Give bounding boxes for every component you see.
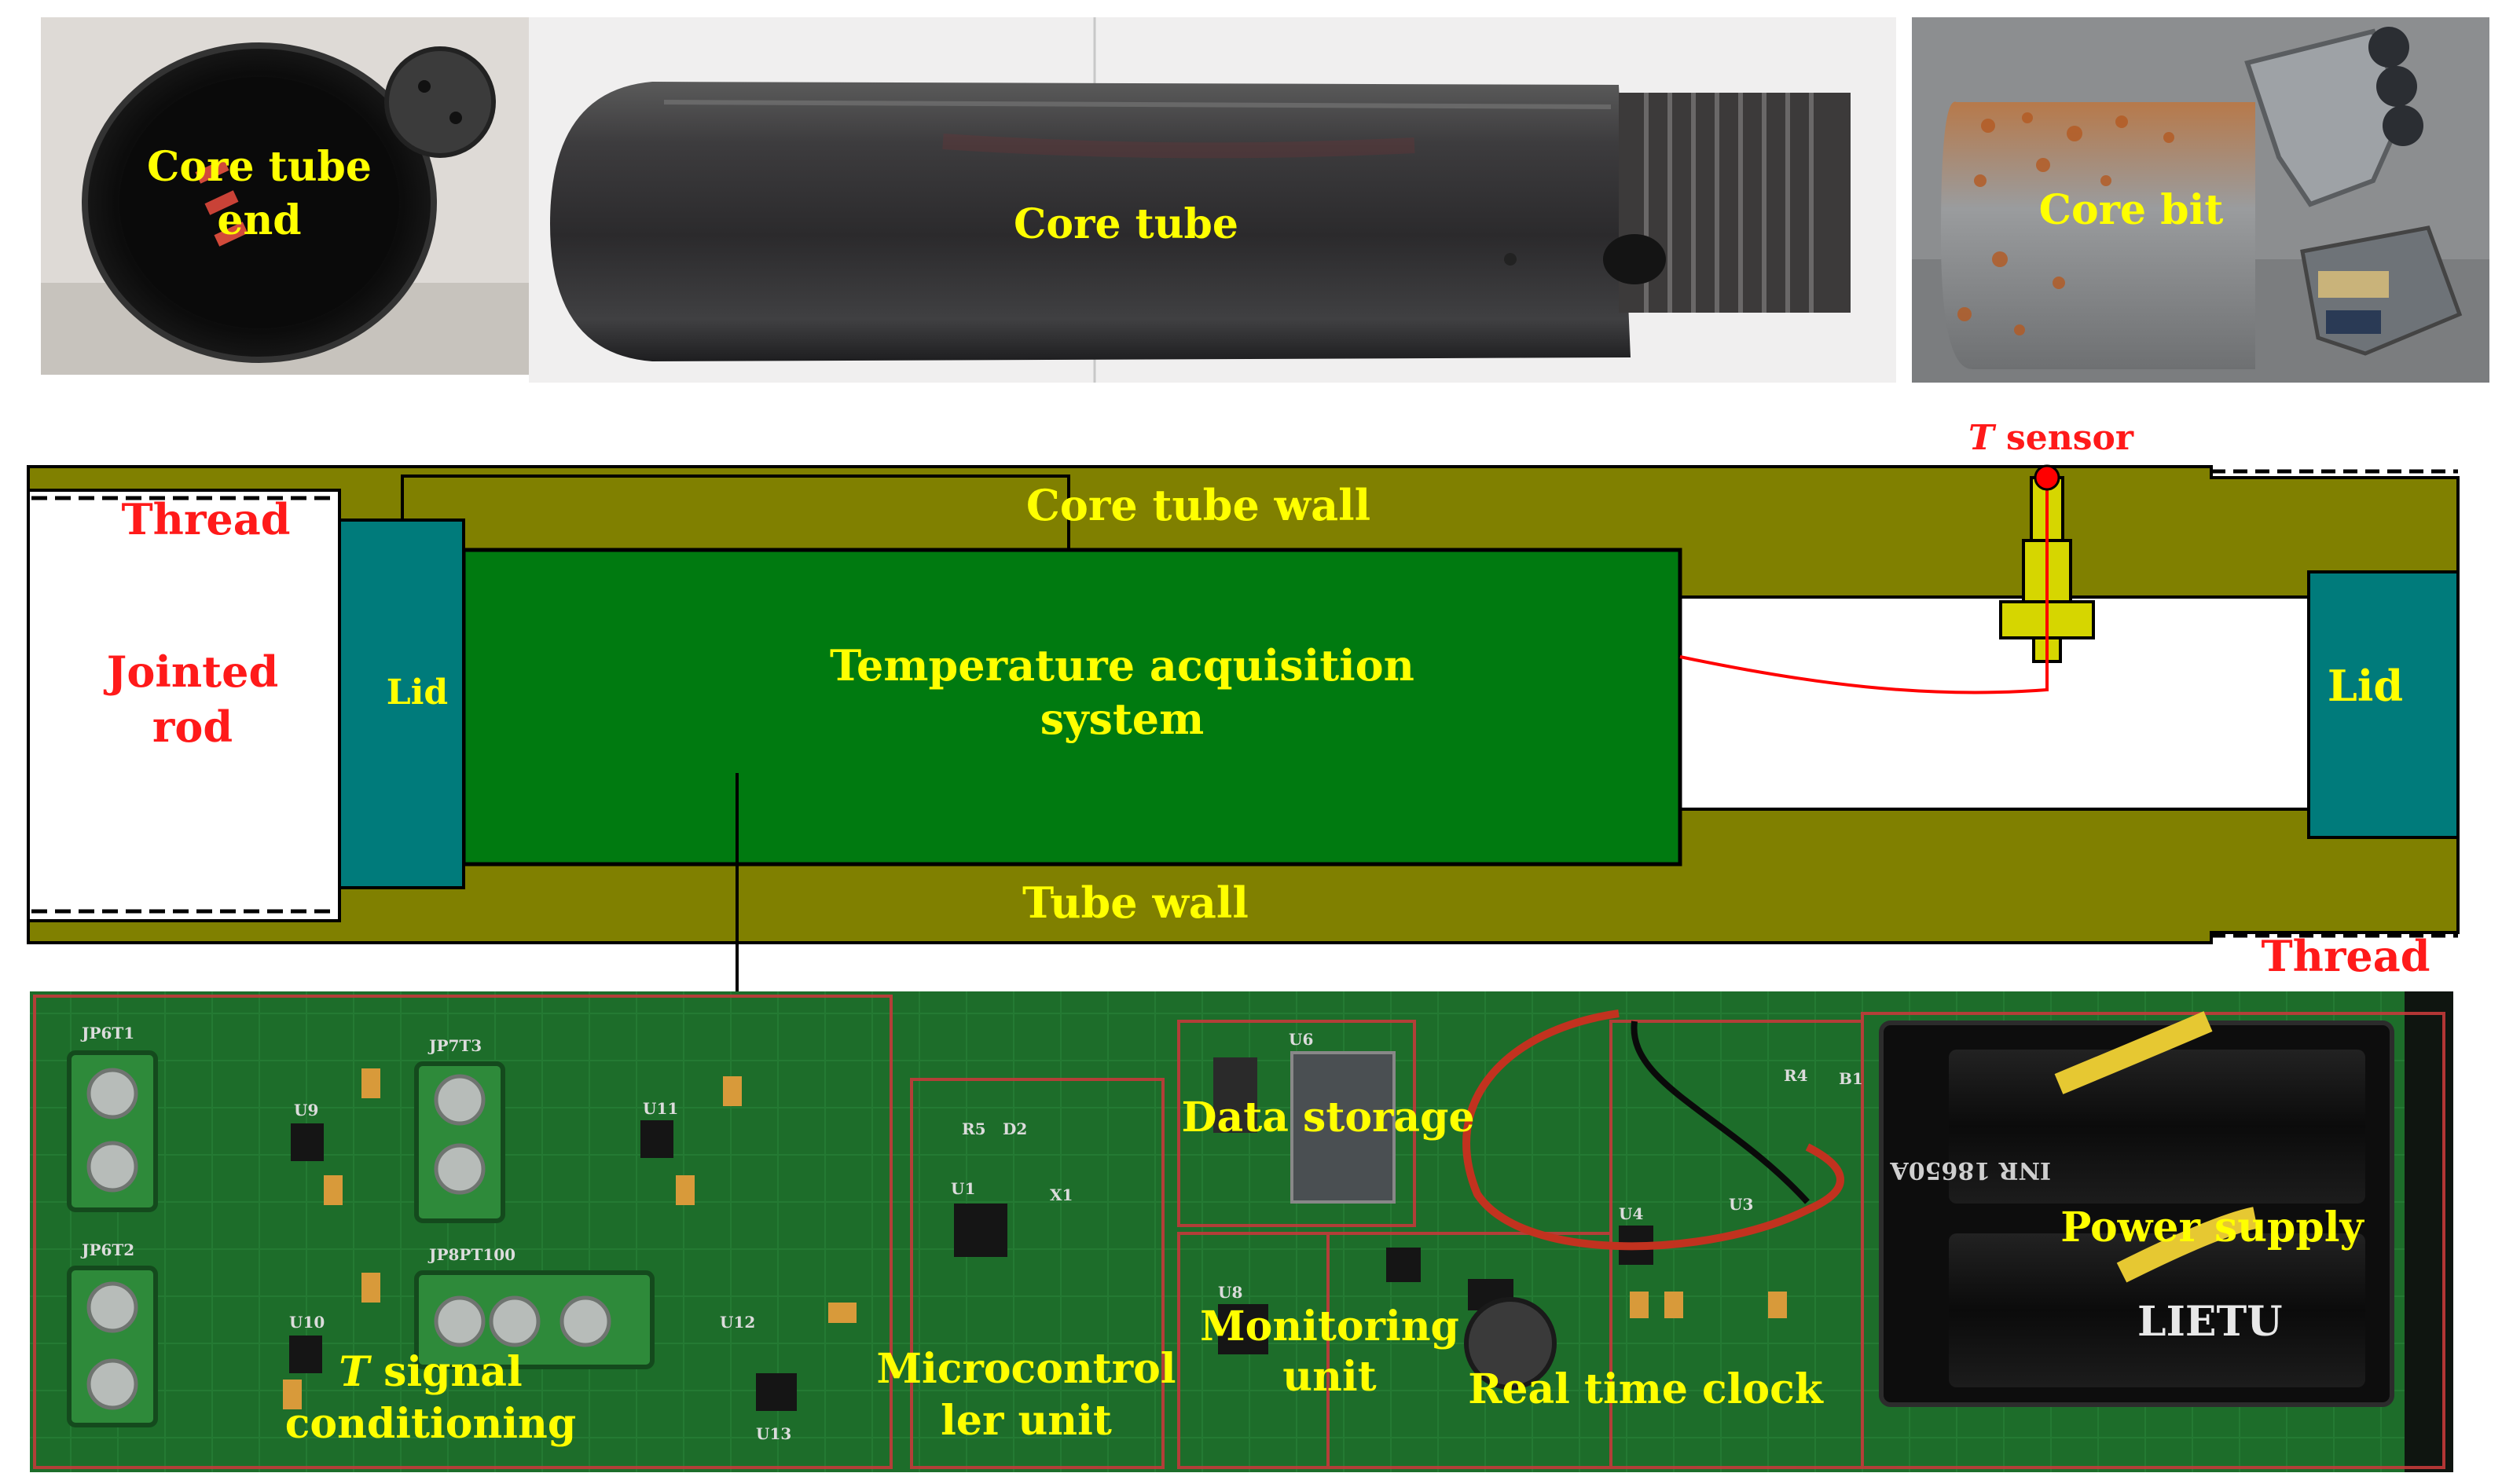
svg-text:D2: D2 (1003, 1119, 1027, 1138)
tube-wall-label: Tube wall (1022, 878, 1249, 928)
black-wire (1631, 1020, 1810, 1204)
acquisition-system-block (461, 548, 1682, 867)
monitoring-label-1: Monitoring (1200, 1303, 1459, 1350)
svg-text:U9: U9 (294, 1101, 318, 1119)
svg-text:R4: R4 (1784, 1066, 1808, 1085)
svg-text:U13: U13 (756, 1424, 791, 1443)
data-storage-label: Data storage (1181, 1094, 1474, 1141)
power-supply-label: Power supply (2060, 1204, 2364, 1251)
rtc-label: Real time clock (1468, 1365, 1824, 1413)
svg-text:JP8PT100: JP8PT100 (427, 1245, 515, 1264)
svg-text:B1: B1 (1839, 1069, 1863, 1088)
jointed-rod (27, 489, 341, 922)
battery-model-label: INR 18650A (1890, 1156, 2051, 1184)
pcb-photo: INR 18650A LIETU JP6T1 JP7T3 JP6T2 JP8PT… (30, 991, 2453, 1472)
core-tube-end-label-1: Core tube (147, 143, 372, 191)
jointed-rod-label-1: Jointed (104, 647, 278, 697)
photo-core-tube: Core tube (529, 17, 1896, 383)
lid-right (2307, 570, 2460, 839)
monitoring-label-2: unit (1282, 1353, 1376, 1401)
core-tube-end-label-2: end (217, 196, 301, 244)
svg-text:JP6T1: JP6T1 (80, 1024, 134, 1042)
svg-text:JP6T2: JP6T2 (80, 1240, 134, 1259)
photo-core-tube-end: Core tube end (41, 17, 534, 375)
svg-text:U4: U4 (1619, 1204, 1643, 1223)
red-wire (1462, 1009, 1844, 1251)
core-tube-photo-label: Core tube (1014, 200, 1238, 248)
svg-text:U8: U8 (1218, 1283, 1242, 1302)
svg-text:R5: R5 (962, 1119, 986, 1138)
svg-text:U12: U12 (720, 1313, 755, 1332)
bore-cavity (1680, 597, 2317, 809)
acq-system-label-1: Temperature acquisition (830, 640, 1414, 691)
schematic: T sensor Core tube wall Tube wall Thread… (27, 418, 2460, 1020)
t-signal-label: T signal (339, 1348, 522, 1396)
lid-left (338, 518, 465, 889)
svg-text:U3: U3 (1729, 1195, 1753, 1214)
svg-text:U10: U10 (289, 1313, 325, 1332)
chips (289, 1051, 1653, 1411)
core-tube-wall-label: Core tube wall (1026, 480, 1370, 530)
core-bit-label: Core bit (2039, 186, 2224, 234)
svg-text:U6: U6 (1289, 1030, 1313, 1049)
svg-text:U11: U11 (643, 1099, 678, 1118)
silkscreen: JP6T1 JP7T3 JP6T2 JP8PT100 U9 U11 U10 U1… (80, 1024, 1863, 1443)
t-sensor (1999, 464, 2095, 691)
terminal-blocks (67, 1050, 655, 1427)
battery-pack: INR 18650A LIETU (1879, 1011, 2394, 1407)
t-sensor-label: T sensor (1968, 418, 2134, 458)
t-signal-label-2: conditioning (285, 1400, 576, 1448)
battery-brand-label: LIETU (2137, 1298, 2283, 1346)
svg-text:X1: X1 (1050, 1185, 1073, 1204)
smd-components (283, 1068, 1787, 1409)
lid-right-label: Lid (2328, 661, 2403, 711)
coin-cell (1464, 1297, 1557, 1390)
acq-system-label-2: system (1040, 694, 1205, 744)
thread-right-label: Thread (2262, 931, 2430, 981)
sensor-wire (1679, 655, 2048, 694)
photo-core-bit: Core bit (1912, 17, 2489, 383)
mcu-label-1: Microcontrol (876, 1345, 1176, 1393)
lid-left-label: Lid (387, 672, 448, 713)
jointed-rod-label-2: rod (152, 702, 233, 752)
svg-text:U1: U1 (951, 1179, 975, 1198)
thread-left-label: Thread (122, 494, 291, 544)
svg-text:JP7T3: JP7T3 (427, 1036, 482, 1055)
mcu-label-2: ler unit (941, 1397, 1112, 1445)
